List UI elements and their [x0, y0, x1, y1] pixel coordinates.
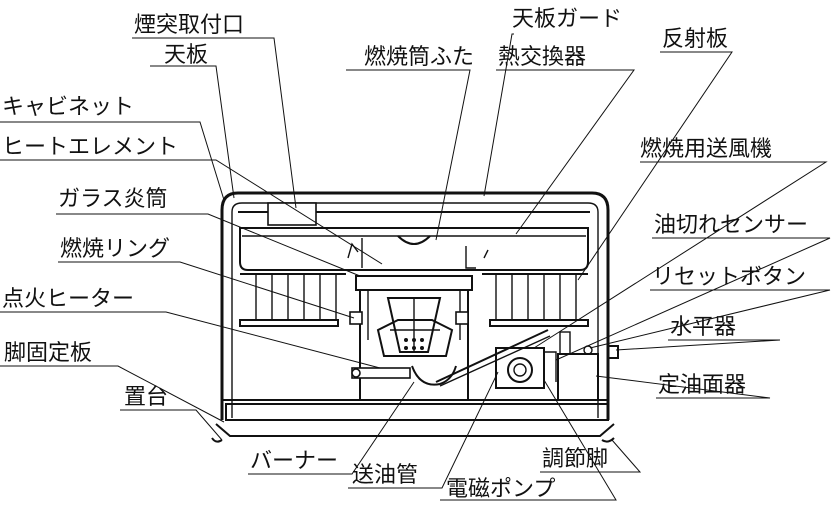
oil-feed-pipe-shape [435, 329, 549, 383]
label-stand: 置台 [124, 385, 168, 410]
right-heat-element [482, 273, 589, 327]
label-combustion-cylinder-lid: 燃焼筒ふた [364, 45, 474, 70]
label-combustion-ring: 燃焼リング [60, 237, 170, 262]
label-level-gauge: 水平器 [670, 315, 736, 340]
leader-lines [0, 33, 831, 501]
label-top-panel: 天板 [164, 43, 208, 68]
label-solenoid-pump: 電磁ポンプ [446, 477, 555, 502]
heat-exchanger-shape [239, 227, 589, 271]
label-cabinet: キャビネット [2, 95, 134, 120]
label-adjusting-leg: 調節脚 [542, 447, 608, 472]
label-heat-exchanger: 熱交換器 [498, 45, 586, 70]
burner-assembly [349, 311, 469, 386]
solenoid-pump-shape [495, 347, 557, 389]
label-oil-out-sensor: 油切れセンサー [654, 213, 808, 238]
label-oil-feed-pipe: 送油管 [352, 463, 418, 488]
label-reflector: 反射板 [662, 27, 728, 52]
label-constant-level-device: 定油面器 [658, 373, 746, 398]
base-stand [211, 399, 615, 443]
label-chimney-port: 煙突取付口 [134, 13, 244, 38]
label-burner: バーナー [250, 449, 338, 474]
label-reset-button: リセットボタン [652, 265, 806, 290]
label-leg-fixing-plate: 脚固定板 [4, 341, 92, 366]
label-top-panel-guard: 天板ガード [512, 7, 622, 32]
label-combustion-blower: 燃焼用送風機 [640, 137, 772, 162]
label-ignition-heater: 点火ヒーター [2, 287, 134, 312]
left-heat-element [239, 273, 346, 327]
chimney-port-box [267, 202, 317, 226]
label-glass-flame-cylinder: ガラス炎筒 [58, 187, 168, 212]
label-heat-element: ヒートエレメント [2, 135, 178, 160]
